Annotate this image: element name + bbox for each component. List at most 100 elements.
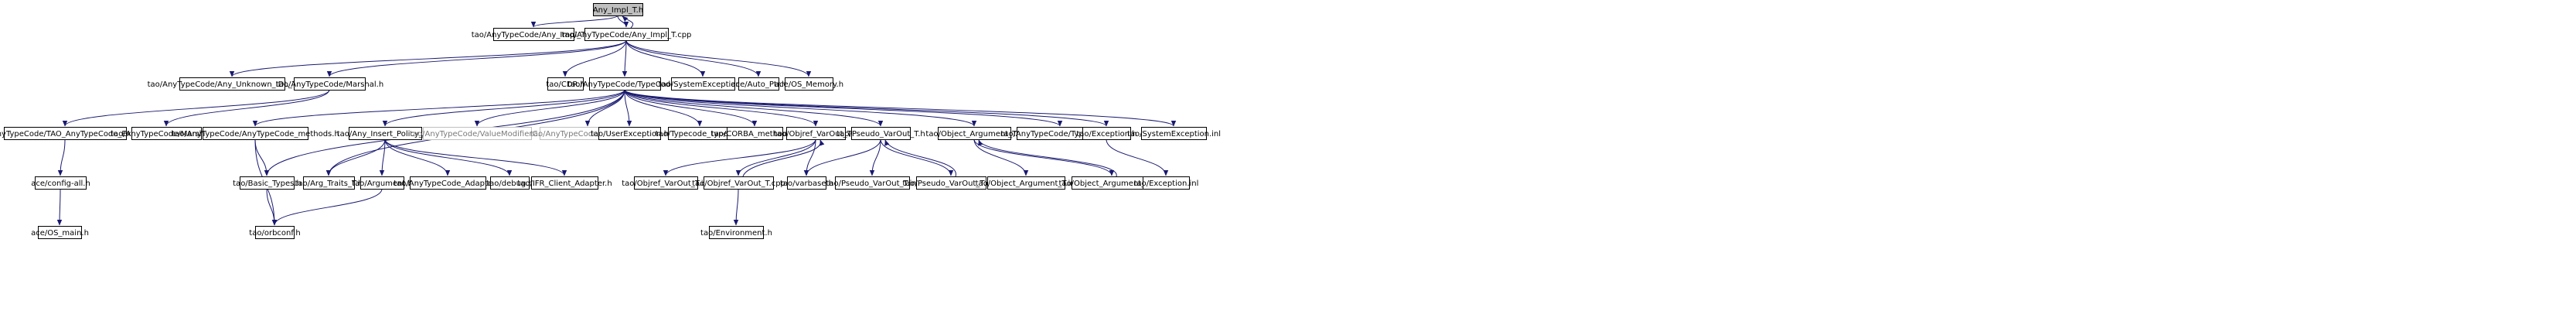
graph-node[interactable]: ace/config-all.h: [31, 176, 90, 190]
graph-node[interactable]: tao/AnyTypeCode/AnyTypeCode_methods.h: [172, 127, 339, 140]
node-box: [547, 77, 584, 91]
graph-node[interactable]: tao/Object_Argument_T.inl: [976, 176, 1078, 190]
graph-node[interactable]: ace/OS_Memory.h: [775, 77, 843, 91]
graph-node[interactable]: tao/CDR.h: [546, 77, 585, 91]
node-box: [349, 127, 422, 140]
graph-node[interactable]: tao/Objref_VarOut_T.h: [774, 127, 858, 140]
edge-n2-n8: [625, 39, 762, 77]
edge-n4-n10: [62, 89, 330, 127]
graph-node[interactable]: tao/CORBA_methods.h: [711, 127, 799, 140]
node-label: ace/Auto_Ptr.h: [731, 80, 786, 89]
graph-node[interactable]: tao/Exception.inl: [1134, 176, 1199, 190]
edge-n21-n37: [973, 138, 1029, 176]
edge-n13-n30: [384, 138, 513, 176]
graph-node[interactable]: tao/AnyTypeCode_Adapter.h: [394, 176, 503, 190]
node-box: [786, 127, 846, 140]
node-box: [704, 176, 774, 190]
node-label: tao/Arg_Traits_T.h: [295, 180, 363, 188]
graph-node[interactable]: tao/varbase.h: [780, 176, 833, 190]
graph-node[interactable]: tao/Objref_VarOut_T.cpp: [692, 176, 785, 190]
node-box: [589, 77, 661, 91]
edge-n10-n25: [57, 138, 66, 176]
graph-node[interactable]: tao/AnyTypeCode/ValueModifierC.h: [410, 127, 545, 140]
node-label: tao/AnyTypeCode/TypeCode.h: [567, 80, 683, 89]
edge-n19-n33: [735, 138, 816, 176]
node-label: tao/Object_Argument_T.h: [925, 130, 1023, 138]
graph-node[interactable]: tao/AnyTypeCode/TypeCode.h: [567, 77, 683, 91]
graph-node[interactable]: ace/OS_main.h: [31, 226, 89, 239]
node-label: tao/AnyTypeCode_Adapter.h: [394, 180, 502, 188]
edge-n19-n32: [663, 138, 816, 176]
edge-n6-n12: [252, 89, 625, 127]
node-box: [493, 28, 574, 41]
node-box: [584, 28, 669, 41]
graph-node[interactable]: tao/AnyTypeCode/Marshal.inl: [111, 127, 223, 140]
graph-node[interactable]: tao/Pseudo_VarOut_T.cpp: [902, 176, 1000, 190]
edge-n2-n7: [625, 39, 706, 77]
node-label: ace/OS_main.h: [31, 229, 89, 238]
edge-n6-n13: [382, 89, 625, 127]
node-box: [787, 176, 826, 190]
edge-n2-n5: [562, 39, 627, 77]
edge-n6-n17: [624, 89, 703, 127]
graph-node[interactable]: tao/debug.h: [486, 176, 533, 190]
node-label: ace/config-all.h: [31, 180, 90, 188]
graph-node[interactable]: tao/Object_Argument_T.h: [925, 127, 1024, 140]
edge-n28-n41: [271, 188, 383, 226]
node-label: tao/Pseudo_VarOut_T.h: [837, 130, 925, 138]
edge-n6-n20: [624, 89, 884, 127]
graph-node[interactable]: tao/Exception.h: [1076, 127, 1137, 140]
node-label: tao/CDR.h: [546, 80, 584, 89]
graph-node[interactable]: tao/UserException.h: [591, 127, 669, 140]
graph-node[interactable]: tao/IFR_Client_Adapter.h: [517, 176, 612, 190]
graph-node[interactable]: tao/SystemException.inl: [1127, 127, 1221, 140]
edges: [56, 15, 1176, 226]
node-box: [38, 226, 82, 239]
edge-n33-n19: [742, 139, 825, 177]
graph-node[interactable]: tao/Arg_Traits_T.h: [295, 176, 363, 190]
edge-n36-n20: [884, 139, 956, 177]
graph-node[interactable]: tao/SystemException.h: [659, 77, 748, 91]
edge-n13-n27: [325, 138, 386, 176]
edge-n2-n3: [229, 39, 627, 77]
node-box: [35, 176, 87, 190]
node-label: tao/Pseudo_VarOut_T.inl: [826, 180, 919, 188]
node-box: [851, 127, 911, 140]
node-box: [410, 176, 486, 190]
graph-node[interactable]: tao/AnyTypeCode/Marshal.h: [276, 77, 383, 91]
graph-node[interactable]: tao/Argument.h: [352, 176, 413, 190]
node-box: [785, 77, 833, 91]
node-label: tao/AnyTypeCode/Any_Impl_T.cpp: [562, 31, 692, 39]
node-box: [490, 176, 530, 190]
graph-node[interactable]: tao/AnyTypeCode/Any_Impl_T.inl: [472, 28, 596, 41]
graph-node[interactable]: tao/Pseudo_VarOut_T.inl: [826, 176, 919, 190]
edge-n6-n24: [624, 89, 1176, 127]
node-label: tao/AnyTypeCode/TAO_AnyTypeCode_Export.h: [0, 130, 155, 138]
node-box: [240, 176, 295, 190]
node-label: tao/AnyTypeCode/ValueModifierC.h: [410, 130, 545, 138]
graph-node[interactable]: tao/Pseudo_VarOut_T.h: [837, 127, 925, 140]
edge-n20-n36: [880, 138, 954, 176]
graph-node[interactable]: Any_Impl_T.h: [593, 3, 643, 16]
edge-n0-n1: [530, 15, 618, 28]
node-box: [1141, 127, 1207, 140]
edge-n6-n14: [474, 89, 625, 127]
node-box: [4, 127, 127, 140]
graph-node[interactable]: tao/Basic_Types.h: [233, 176, 302, 190]
edge-n6-n23: [624, 89, 1109, 127]
graph-node[interactable]: ace/Auto_Ptr.h: [731, 77, 787, 91]
edge-n2-n0: [622, 15, 634, 29]
node-box: [303, 176, 355, 190]
graph-node[interactable]: tao/Environment.h: [700, 226, 772, 239]
graph-node[interactable]: tao/orbconf.h: [249, 226, 301, 239]
graph-node[interactable]: tao/Object_Argument_T.cpp: [1058, 176, 1166, 190]
graph-node[interactable]: tao/AnyTypeCode/TAO_AnyTypeCode_Export.h: [0, 127, 155, 140]
graph-node[interactable]: tao/Objref_VarOut_T.inl: [622, 176, 710, 190]
graph-node[interactable]: tao/AnyTypeCode/Any_Unknown_IDL_Type.h: [148, 77, 318, 91]
node-box: [360, 176, 404, 190]
node-label: tao/AnyTypeCode/Marshal.inl: [111, 130, 223, 138]
graph-node[interactable]: tao/Any_Insert_Policy_T.h: [337, 127, 434, 140]
node-box: [255, 226, 295, 239]
graph-node[interactable]: tao/AnyTypeCode/Any_Impl_T.cpp: [562, 28, 692, 41]
